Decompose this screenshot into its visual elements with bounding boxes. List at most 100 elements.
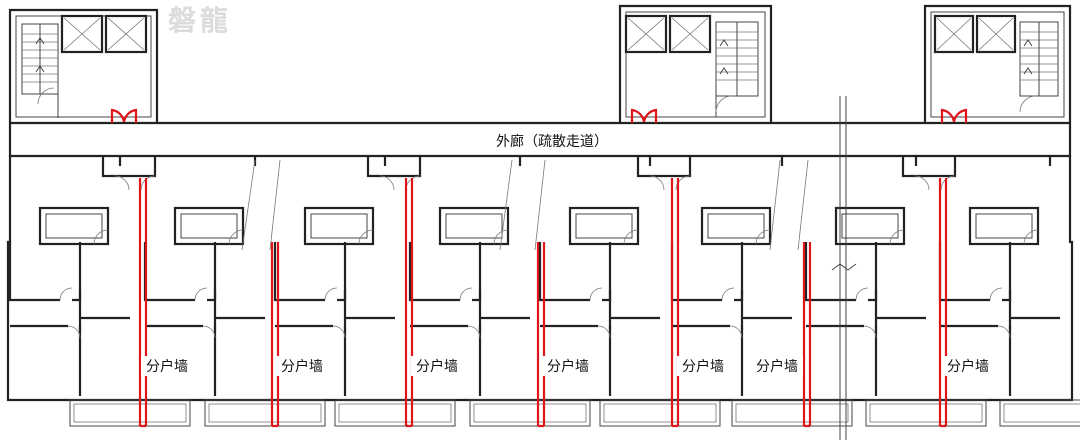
core-right (923, 4, 1072, 125)
partition-walls (138, 178, 948, 428)
door-swing-icon (194, 287, 208, 301)
core-left (8, 8, 159, 125)
bathroom (38, 206, 110, 246)
elevator-icon (60, 14, 104, 54)
partition-wall (536, 242, 546, 428)
door-swing-icon (914, 175, 930, 191)
balcony-rail (1003, 403, 1080, 423)
partition-wall (670, 178, 680, 428)
balcony (204, 399, 326, 427)
door-swing-icon (721, 287, 735, 301)
partition-labels: 分户墙分户墙分户墙分户墙分户墙分户墙分户墙 (141, 356, 994, 376)
fixture (445, 213, 503, 239)
bedroom (938, 242, 1012, 302)
door-swing-icon (889, 229, 905, 245)
partition-label: 分户墙 (146, 358, 188, 375)
door-swing-icon (140, 175, 156, 191)
light-well-line (534, 159, 546, 251)
door-swing-icon (855, 287, 869, 301)
fixture (841, 213, 899, 239)
door-swing-icon (67, 325, 81, 339)
fixture (575, 213, 633, 239)
hall (874, 290, 926, 330)
fixture (310, 213, 368, 239)
light-well-line (241, 159, 256, 251)
stair-icon (715, 21, 759, 97)
bathroom (700, 206, 772, 246)
fixture (180, 213, 238, 239)
door-swing-icon (623, 229, 639, 245)
door-swing-icon (332, 325, 346, 339)
bedroom (273, 242, 347, 302)
living-room (806, 324, 878, 396)
hall (608, 290, 660, 330)
hall (1008, 290, 1060, 330)
watermark: 磐龍 (168, 4, 232, 37)
elevator-icon (933, 14, 975, 54)
bedroom (143, 242, 217, 302)
bedroom (8, 242, 82, 302)
door-swing-icon (755, 229, 771, 245)
balcony-rail (338, 403, 452, 423)
bathroom (438, 206, 510, 246)
label-background (942, 356, 994, 376)
bathroom (173, 206, 245, 246)
bedroom (408, 242, 482, 302)
core-middle (618, 4, 773, 125)
partition-wall (270, 242, 280, 428)
partition-wall (138, 178, 148, 428)
balcony (69, 399, 191, 427)
balcony (334, 399, 456, 427)
exit-door-icon (110, 108, 138, 123)
elevator-icon (624, 14, 668, 54)
partition-wall (938, 178, 948, 428)
light-well-line (797, 159, 809, 251)
door-swing-icon (675, 175, 691, 191)
balcony-rail (208, 403, 322, 423)
door-swing-icon (997, 325, 1011, 339)
partition-label: 分户墙 (416, 358, 458, 375)
light-well-line (499, 159, 513, 251)
balcony (731, 399, 853, 427)
partition-label: 分户墙 (547, 358, 589, 375)
units (6, 156, 1080, 427)
door-swing-icon (459, 287, 473, 301)
hall (213, 290, 265, 330)
balcony (469, 399, 591, 427)
exit-door-icon (630, 108, 658, 123)
balcony (599, 399, 721, 427)
elevator-icon (975, 14, 1017, 54)
light-well-line (769, 159, 781, 251)
bedroom (670, 242, 744, 302)
light-well-line (269, 159, 281, 251)
door-swing-icon (59, 287, 73, 301)
hall (78, 290, 130, 330)
door-swing-icon (649, 175, 665, 191)
label-background (141, 356, 193, 376)
bathroom (303, 206, 375, 246)
elevator-icon (104, 14, 148, 54)
label-background (411, 356, 463, 376)
door-swing-icon (597, 325, 611, 339)
fixture (45, 213, 103, 239)
door-swing-icon (93, 229, 109, 245)
bathroom (834, 206, 906, 246)
door-swing-icon (989, 287, 1003, 301)
door-swing-icon (1023, 229, 1039, 245)
living-room (10, 324, 82, 396)
entry-recess (901, 156, 957, 178)
door-swing-icon (324, 287, 338, 301)
corridor: 外廊（疏散走道） (8, 121, 1072, 158)
hall (740, 290, 792, 330)
door-swing-icon (940, 175, 956, 191)
label-background (677, 356, 729, 376)
door-swing-icon (114, 175, 130, 191)
fixture (975, 213, 1033, 239)
door-swing-icon (493, 229, 509, 245)
stair-icon (21, 23, 59, 95)
entry-recess (636, 156, 692, 178)
bathroom (568, 206, 640, 246)
label-background (276, 356, 328, 376)
door-swing-icon (863, 325, 877, 339)
